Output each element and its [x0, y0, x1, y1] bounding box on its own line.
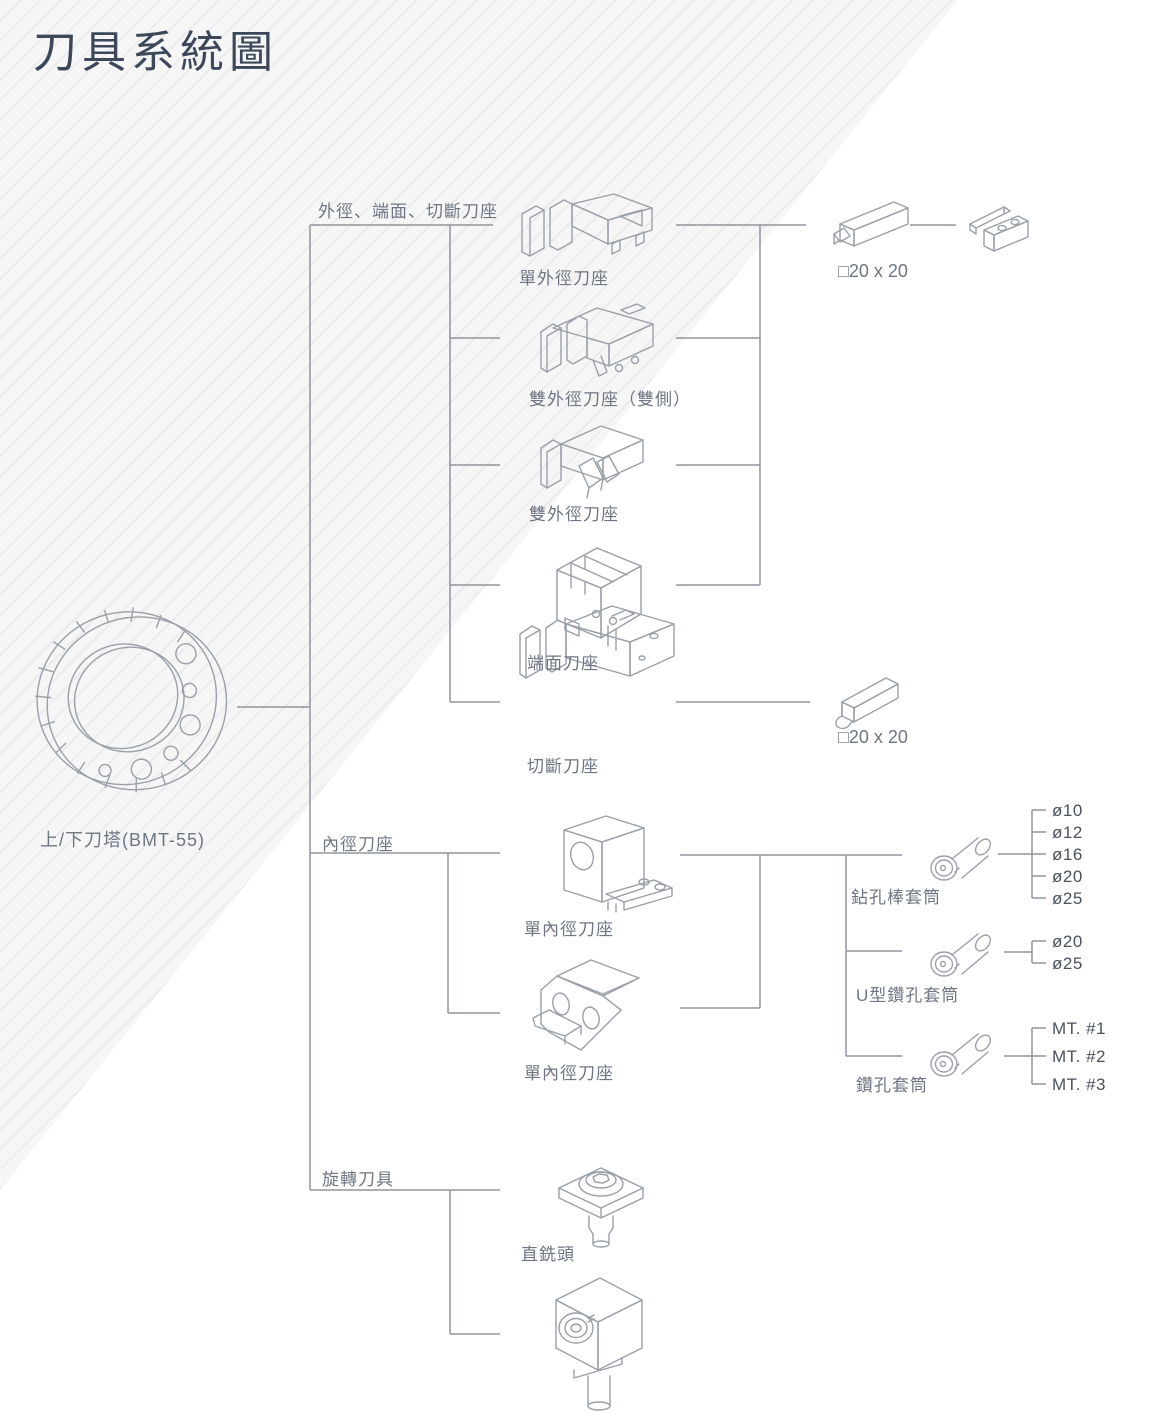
holder-double-od-both-image — [540, 303, 654, 377]
holder-cutoff-image — [519, 605, 675, 679]
turret-image — [35, 607, 228, 793]
holder-mill-head-image — [555, 1277, 643, 1411]
size-o25-label: ø25 — [1052, 889, 1083, 908]
parting-tool-image — [835, 677, 899, 730]
size-o20-label: ø20 — [1052, 867, 1083, 886]
holder-single-id-1-image — [563, 815, 673, 913]
size-o16-label: ø16 — [1052, 845, 1083, 864]
insert-clamp-image — [969, 206, 1029, 252]
drill-sleeve-label: 鑽孔套筒 — [856, 1076, 928, 1095]
branch-id-label: 內徑刀座 — [322, 835, 394, 854]
shank-size-label-2: □20 x 20 — [838, 727, 908, 747]
holder-straight-mill-label: 直銑頭 — [521, 1245, 575, 1264]
size-o12-label: ø12 — [1052, 823, 1083, 842]
size-mt2-label: MT. #2 — [1052, 1047, 1107, 1066]
size-mt3-label: MT. #3 — [1052, 1075, 1107, 1094]
holder-double-od-image — [540, 425, 644, 499]
boring-bar-sleeve-image — [930, 837, 992, 881]
holder-double-od-both-label: 雙外徑刀座（雙側） — [529, 390, 691, 409]
square-shank-tool-image — [833, 201, 909, 247]
holder-double-od-label: 雙外徑刀座 — [529, 505, 619, 524]
holder-single-id-1-label: 單內徑刀座 — [524, 920, 614, 939]
holder-single-od-label: 單外徑刀座 — [519, 269, 609, 288]
holder-single-od-image — [521, 193, 653, 257]
holder-face-image — [556, 547, 642, 639]
u-drill-sleeve-label: U型鑽孔套筒 — [856, 986, 960, 1005]
size-u25-label: ø25 — [1052, 954, 1083, 973]
size-o10-label: ø10 — [1052, 801, 1083, 820]
shank-size-label-1: □20 x 20 — [838, 261, 908, 281]
holder-face-label: 端面刀座 — [527, 654, 599, 673]
boring-bar-sleeve-label: 鉆孔棒套筒 — [851, 888, 941, 907]
size-mt1-label: MT. #1 — [1052, 1019, 1107, 1038]
holder-cutoff-label: 切斷刀座 — [527, 757, 599, 776]
u-drill-sleeve-image — [930, 933, 992, 977]
turret-label: 上/下刀塔(BMT-55) — [40, 830, 206, 850]
drill-sleeve-image — [930, 1033, 992, 1077]
branch-od-label: 外徑、端面、切斷刀座 — [318, 202, 498, 221]
branch-rotary-label: 旋轉刀具 — [322, 1170, 394, 1189]
size-u20-label: ø20 — [1052, 932, 1083, 951]
holder-single-id-2-label: 單內徑刀座 — [524, 1064, 614, 1083]
holder-single-id-2-image — [532, 959, 640, 1051]
page-title: 刀具系統圖 — [33, 28, 278, 77]
holder-straight-mill-image — [558, 1167, 644, 1248]
